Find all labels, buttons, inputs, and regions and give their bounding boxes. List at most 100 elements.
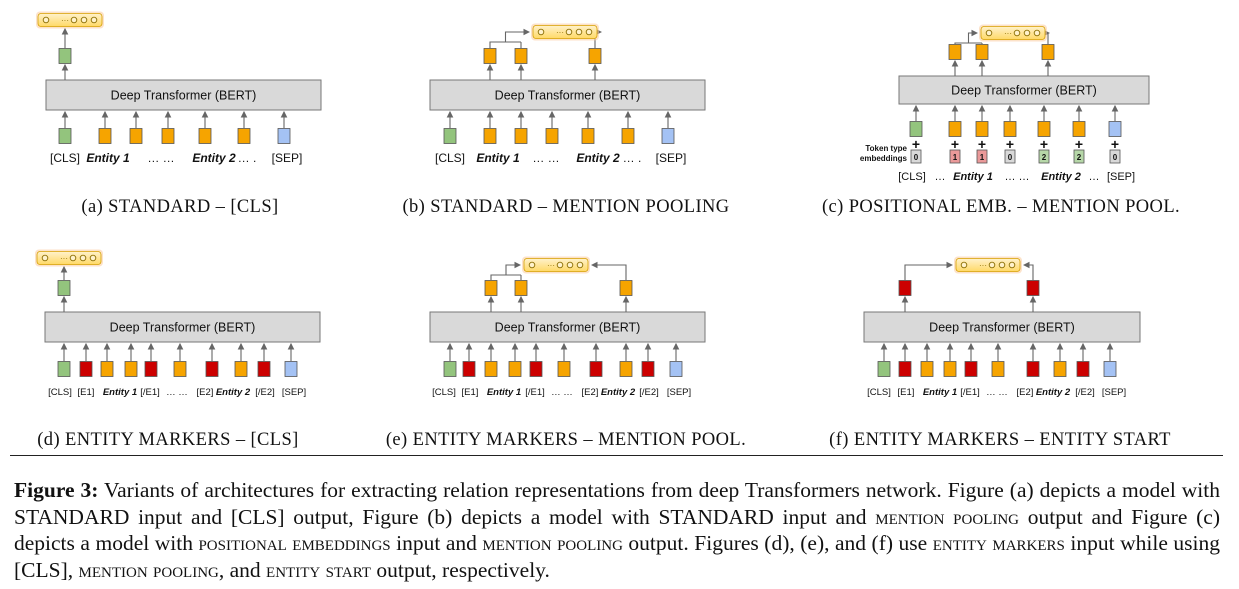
caption-divider: [10, 455, 1223, 456]
entity-token: [234, 361, 248, 377]
output-vector: [523, 258, 589, 272]
mention-output-token: [484, 280, 498, 296]
output-unit: [89, 254, 97, 262]
entity-start-output: [898, 280, 912, 296]
token-label: Entity 2: [1036, 387, 1071, 398]
pool-connector: [1022, 261, 1034, 280]
token-label: … .: [238, 151, 257, 165]
entity-token: [621, 128, 635, 144]
panel-f: Deep Transformer (BERT)[CLS][E1]Entity 1…: [829, 256, 1170, 450]
token-label: [SEP]: [1102, 387, 1126, 398]
entity-start-output: [1026, 280, 1040, 296]
caption-text-6: , and: [218, 557, 267, 582]
sep-token: [1103, 361, 1117, 377]
output-unit: [1023, 29, 1031, 37]
caption-text-4: output. Figures (d), (e), and (f) use: [622, 531, 933, 555]
output-unit: [575, 28, 583, 36]
token-label: [E1]: [898, 387, 915, 398]
output-unit: [585, 28, 593, 36]
entity-token: [1037, 121, 1051, 137]
token-type-embedding: [976, 149, 988, 164]
entity-token: [619, 361, 633, 377]
marker-token: [1026, 361, 1040, 377]
token-type-embedding: [910, 149, 922, 164]
cls-token: [443, 128, 457, 144]
output-unit: [1013, 29, 1021, 37]
entity-token: [1003, 121, 1017, 137]
output-ellipsis: ···: [61, 16, 69, 25]
output-vector: [980, 26, 1046, 40]
caption-text-7: output, respectively.: [370, 557, 550, 582]
output-ellipsis: ···: [547, 261, 555, 270]
entity-token: [975, 121, 989, 137]
token-label: Entity 2: [192, 151, 236, 165]
token-type-embedding: [1109, 149, 1121, 164]
token-type-id: 2: [1077, 153, 1082, 162]
caption-text-2: output and Figure (c) depicts a model wi…: [14, 504, 1220, 556]
token-label: [/E1]: [525, 387, 545, 398]
cls-token: [909, 121, 923, 137]
caption-term-mention-pooling-1: mention pooling: [875, 504, 1020, 529]
token-label: [SEP]: [1107, 171, 1135, 183]
output-unit: [80, 16, 88, 24]
token-type-id: 1: [953, 153, 958, 162]
token-label: [CLS]: [898, 171, 926, 183]
caption-term-entity-markers: entity markers: [932, 531, 1065, 555]
cls-token: [443, 361, 457, 377]
marker-token: [462, 361, 476, 377]
output-unit: [566, 261, 574, 269]
entity-token: [100, 361, 114, 377]
entity-token: [1053, 361, 1067, 377]
token-label: Entity 1: [476, 151, 520, 165]
caption-text-1: Variants of architectures for extracting…: [14, 478, 1221, 529]
token-type-id: 1: [980, 153, 985, 162]
marker-token: [79, 361, 93, 377]
token-label: … …: [551, 387, 573, 398]
transformer-label: Deep Transformer (BERT): [495, 321, 641, 335]
token-type-label: embeddings: [860, 154, 908, 163]
token-label: … …: [147, 151, 174, 165]
entity-token: [124, 361, 138, 377]
output-unit: [565, 28, 573, 36]
token-label: Entity 2: [1041, 171, 1081, 183]
entity-token: [581, 128, 595, 144]
token-label: Entity 2: [576, 151, 620, 165]
transformer-block: [45, 79, 322, 111]
output-unit: [985, 29, 993, 37]
token-label: [E1]: [462, 387, 479, 398]
transformer-block: [429, 79, 706, 111]
token-label: [SEP]: [667, 387, 691, 398]
architecture-figure: Deep Transformer (BERT) [CLS] Entity 1 … … E…: [35, 11, 1180, 450]
output-vector: [532, 25, 598, 39]
token-label: [/E2]: [255, 387, 275, 398]
marker-token: [589, 361, 603, 377]
token-label: …: [1089, 171, 1100, 183]
token-label: [SEP]: [656, 151, 687, 165]
pool-connector: [1043, 29, 1051, 44]
token-type-label: Token type: [865, 144, 907, 153]
panel-a: Deep Transformer (BERT)[CLS]Entity 1… …E…: [36, 11, 322, 217]
cls-token: [57, 361, 71, 377]
token-type-embedding: [1073, 149, 1085, 164]
token-type-embedding: [949, 149, 961, 164]
cls-output-token: [57, 280, 71, 296]
token-type-id: 0: [1008, 153, 1013, 162]
token-type-id: 0: [914, 153, 919, 162]
pool-connector: [967, 29, 979, 43]
entity-token: [129, 128, 143, 144]
token-label: Entity 1: [86, 151, 130, 165]
panel-caption-e: (e) ENTITY MARKERS – MENTION POOL.: [386, 430, 746, 450]
output-unit: [69, 254, 77, 262]
output-vector: [955, 258, 1021, 272]
token-label: Entity 1: [923, 387, 957, 398]
transformer-label: Deep Transformer (BERT): [929, 321, 1075, 335]
entity-token: [1072, 121, 1086, 137]
plus-sign: +: [978, 136, 986, 152]
output-unit: [1008, 261, 1016, 269]
token-label: … .: [623, 151, 642, 165]
token-label: [CLS]: [48, 387, 72, 398]
token-label: … …: [1004, 171, 1029, 183]
token-label: Entity 1: [103, 387, 137, 398]
entity-token: [483, 128, 497, 144]
marker-token: [964, 361, 978, 377]
